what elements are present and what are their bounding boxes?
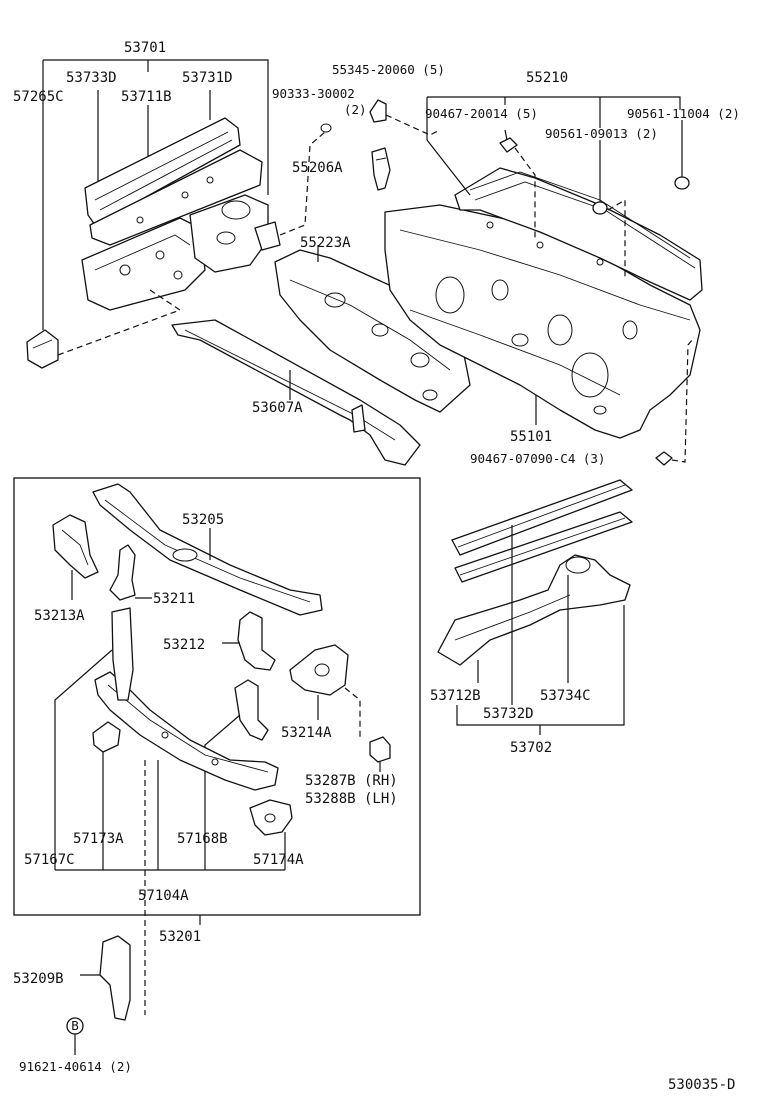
clip-53287B <box>369 736 391 772</box>
bracket-57174A <box>249 799 293 870</box>
label-55345: 55345-20060 (5) <box>332 62 445 77</box>
label-91621: 91621-40614 (2) <box>19 1059 132 1074</box>
label-53211: 53211 <box>153 591 195 607</box>
label-53209B: 53209B <box>13 971 64 987</box>
bracket-53209B <box>80 935 131 1021</box>
label-90333: 90333-30002 <box>272 86 355 101</box>
label-53734C: 53734C <box>540 688 591 704</box>
diagram-reference-code: 530035-D <box>668 1077 735 1093</box>
label-55101: 55101 <box>510 429 552 445</box>
silencer-55223A <box>274 245 471 413</box>
label-53711B: 53711B <box>121 89 172 105</box>
label-57173A: 57173A <box>73 831 124 847</box>
apron-assembly-53702 <box>437 479 633 735</box>
label-90561-11004: 90561-11004 (2) <box>627 106 740 121</box>
brace-57168B <box>204 679 269 870</box>
brace-53211 <box>109 544 152 601</box>
lower-support-57104A <box>94 671 279 791</box>
label-53205: 53205 <box>182 512 224 528</box>
label-53607A: 53607A <box>252 400 303 416</box>
label-53214A: 53214A <box>281 725 332 741</box>
label-57174A: 57174A <box>253 852 304 868</box>
label-57265C: 57265C <box>13 89 64 105</box>
label-53201: 53201 <box>159 929 201 945</box>
label-53733D: 53733D <box>66 70 117 86</box>
fastener-b-icon: B <box>66 1017 84 1055</box>
label-90467-07090: 90467-07090-C4 (3) <box>470 451 605 466</box>
label-53702: 53702 <box>510 740 552 756</box>
bolt-90467-07090 <box>655 339 693 466</box>
label-53731D: 53731D <box>182 70 233 86</box>
nut-90561-11004 <box>674 120 690 190</box>
bracket-53214A <box>289 644 361 740</box>
bracket-57265C <box>26 289 181 369</box>
cowl-top-55210 <box>454 167 703 301</box>
clip-90333 <box>320 123 332 133</box>
label-90561-09013: 90561-09013 (2) <box>545 126 658 141</box>
bracket-57173A <box>92 721 121 870</box>
bolt-90467-20014 <box>499 129 536 240</box>
bracket-55206A <box>371 147 391 191</box>
label-55223A: 55223A <box>300 235 351 251</box>
group-box-53201 <box>13 477 421 916</box>
brace-53212 <box>222 611 276 671</box>
label-90333-qty: (2) <box>344 102 367 117</box>
bracket-53213A <box>52 514 99 600</box>
brace-53607A <box>171 319 421 466</box>
bracket-55210 <box>426 96 681 196</box>
label-90467-20014: 90467-20014 (5) <box>425 106 538 121</box>
label-53287B: 53287B (RH) <box>305 773 398 789</box>
label-53213A: 53213A <box>34 608 85 624</box>
upper-support-53205 <box>92 483 323 616</box>
label-53732D: 53732D <box>483 706 534 722</box>
labels: 53701 53733D 53731D 57265C 53711B 55345-… <box>13 40 740 1093</box>
label-53212: 53212 <box>163 637 205 653</box>
label-57168B: 57168B <box>177 831 228 847</box>
label-53712B: 53712B <box>430 688 481 704</box>
apron-53711B <box>81 194 281 311</box>
label-53701: 53701 <box>124 40 166 56</box>
label-53288B: 53288B (LH) <box>305 791 398 807</box>
clip-55345 <box>369 99 441 136</box>
dash-panel-55101 <box>384 204 701 439</box>
cowl-panel-53731D <box>84 117 263 246</box>
label-55210: 55210 <box>526 70 568 86</box>
nut-90561-09013 <box>592 140 626 280</box>
label-57104A: 57104A <box>138 888 189 904</box>
vertical-support-left <box>54 607 134 870</box>
svg-text:B: B <box>71 1018 79 1033</box>
label-57167C: 57167C <box>24 852 75 868</box>
label-55206A: 55206A <box>292 160 343 176</box>
